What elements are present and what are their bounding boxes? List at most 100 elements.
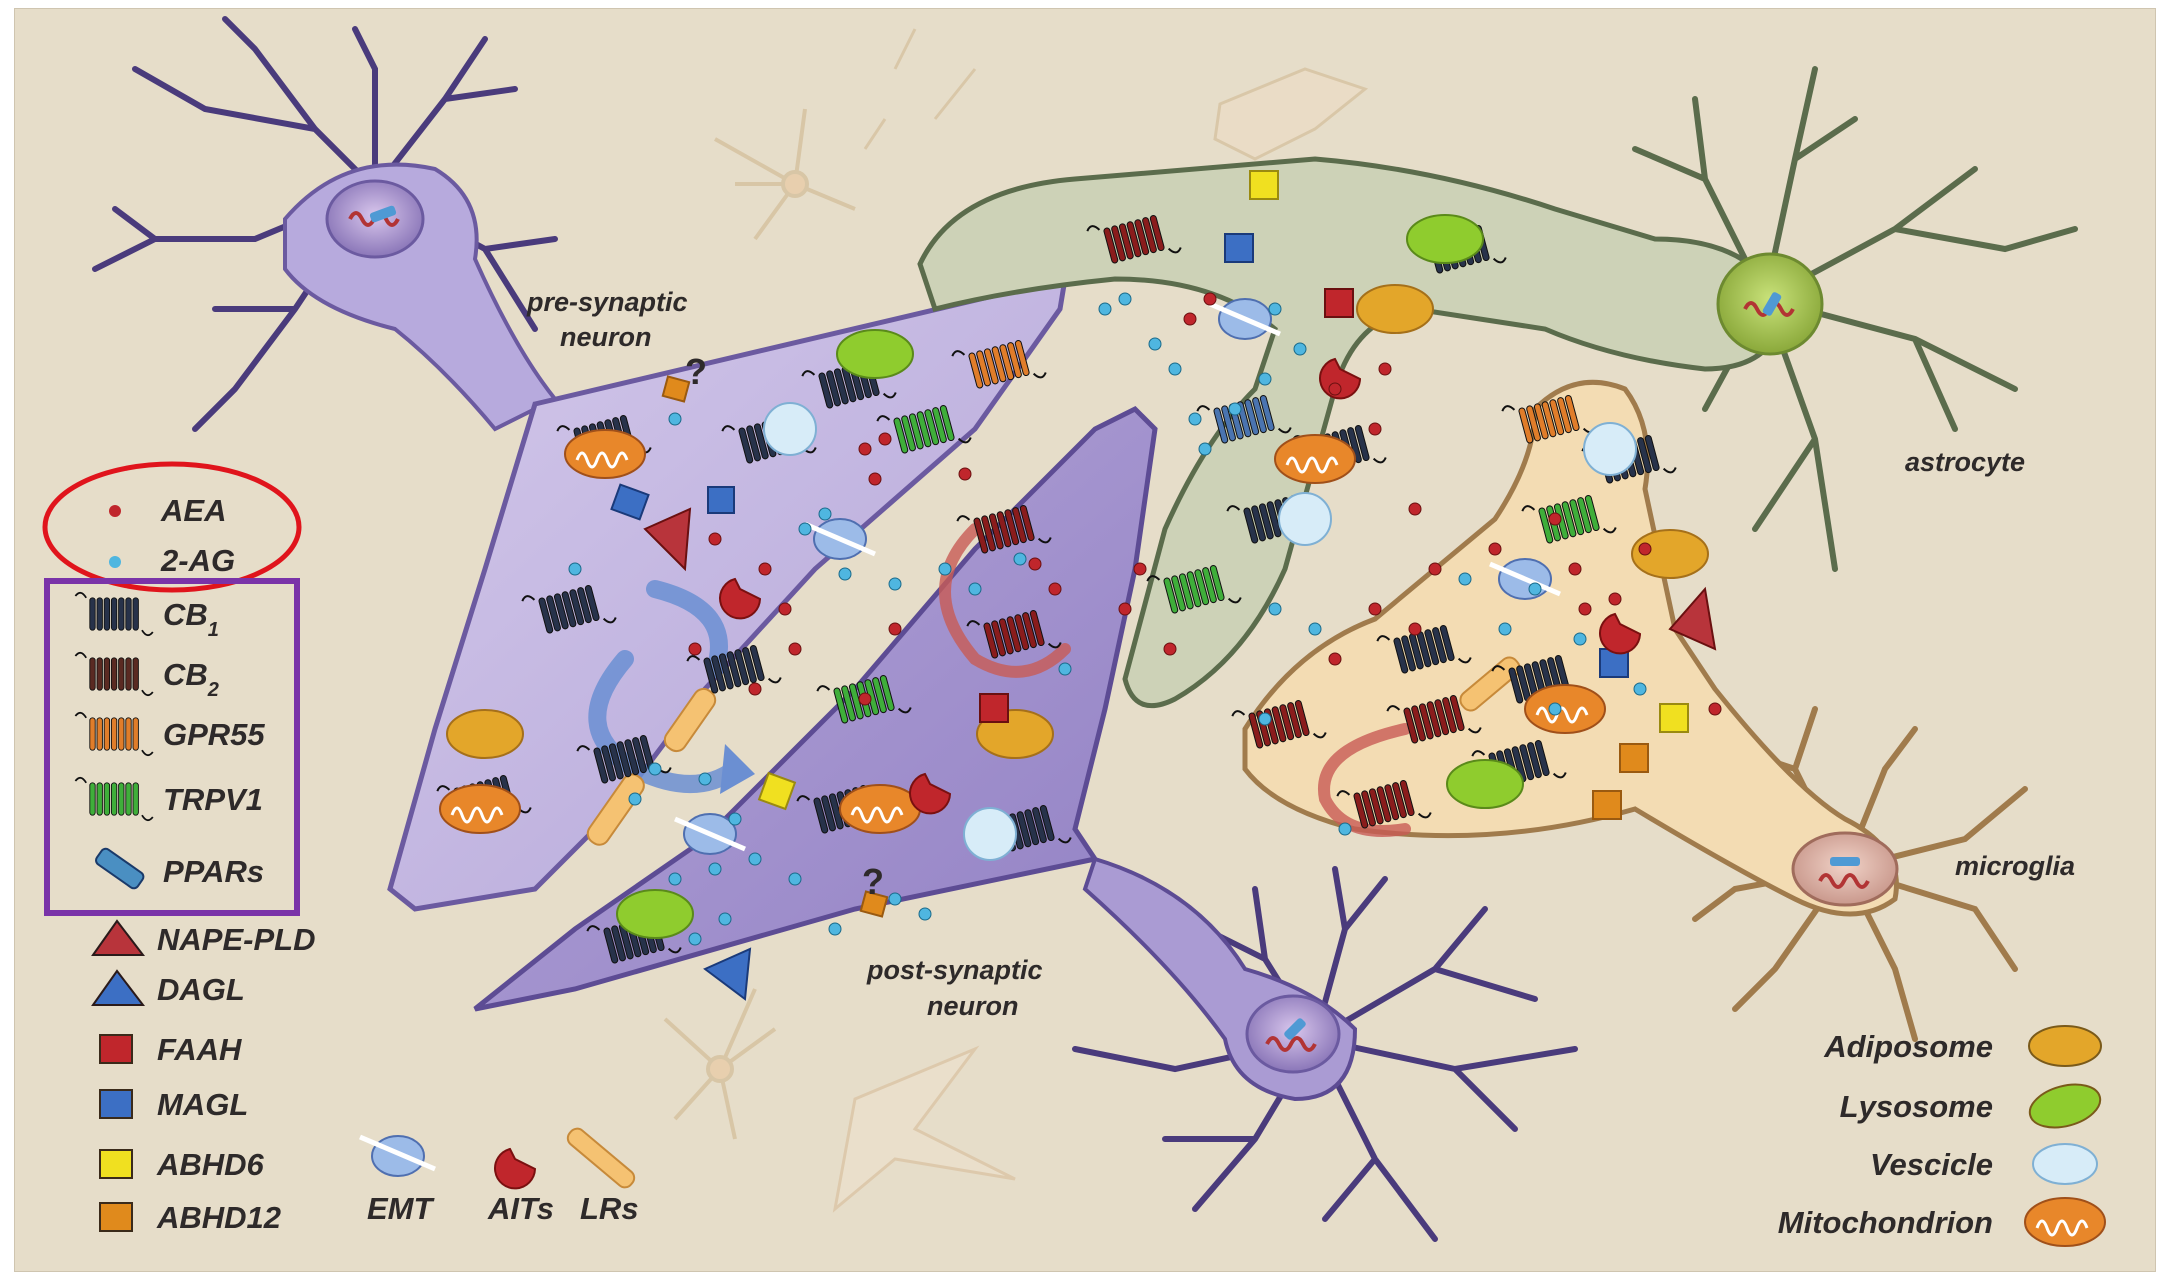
post-synaptic-label-line2: neuron <box>927 991 1019 1021</box>
microglia-nucleus-ppar-icon <box>1830 857 1860 866</box>
aea-molecule-28 <box>1184 313 1196 325</box>
2ag-molecule-24 <box>1229 403 1241 415</box>
aea-molecule-30 <box>859 443 871 455</box>
2ag-molecule-36 <box>1259 713 1271 725</box>
mitochondrion-0 <box>565 430 645 478</box>
microglia-nucleus <box>1793 833 1897 905</box>
gpr55-legend-label: GPR55 <box>163 717 265 752</box>
mitochondrion-icon <box>2025 1198 2105 1246</box>
vescicle-legend-label: Vescicle <box>1870 1147 1993 1182</box>
post-synaptic-label-line1: post-synaptic <box>866 955 1043 985</box>
red-triangle-icon <box>93 921 143 955</box>
mitochondrion-2 <box>840 785 920 833</box>
svg-text:?: ? <box>685 351 707 392</box>
pre-synaptic-label-line1: pre-synaptic <box>526 287 688 317</box>
magl-pre <box>708 487 734 513</box>
lysosome-1 <box>617 890 693 938</box>
gpr55-receptor-icon <box>75 713 152 755</box>
svg-text:?: ? <box>862 861 884 902</box>
2ag-molecule-34 <box>1269 603 1281 615</box>
2ag-molecule-30 <box>1574 633 1586 645</box>
mitochondrion-3 <box>1275 435 1355 483</box>
2ag-molecule-6 <box>889 578 901 590</box>
aea-molecule-12 <box>1409 503 1421 515</box>
aea-molecule-22 <box>1119 603 1131 615</box>
lysosome-0 <box>837 330 913 378</box>
aea-molecule-10 <box>1379 363 1391 375</box>
2ag-molecule-19 <box>689 933 701 945</box>
aea-molecule-4 <box>689 643 701 655</box>
mitochondrion-1 <box>440 785 520 833</box>
magl-legend-label: MAGL <box>157 1087 248 1122</box>
2ag-molecule-14 <box>669 873 681 885</box>
2ag-molecule-23 <box>1199 443 1211 455</box>
2ag-molecule-37 <box>1339 823 1351 835</box>
lysosome-icon <box>2025 1077 2105 1134</box>
mitochondrion-legend-label: Mitochondrion <box>1778 1205 1993 1240</box>
2ag-legend-icon <box>109 556 121 568</box>
2ag-molecule-29 <box>1529 583 1541 595</box>
aea-molecule-2 <box>779 603 791 615</box>
red-square-icon <box>100 1035 132 1063</box>
aea-molecule-15 <box>1549 513 1561 525</box>
2ag-molecule-42 <box>569 563 581 575</box>
2ag-molecule-12 <box>789 873 801 885</box>
aea-molecule-6 <box>859 693 871 705</box>
transport-legend: EMT AITs LRs <box>360 1125 639 1226</box>
2ag-molecule-5 <box>839 568 851 580</box>
aea-molecule-3 <box>749 683 761 695</box>
aea-molecule-32 <box>959 468 971 480</box>
abhd6-microglia <box>1660 704 1688 732</box>
ppars-legend-label: PPARs <box>163 854 264 889</box>
2ag-molecule-9 <box>699 773 711 785</box>
aea-molecule-33 <box>1029 558 1041 570</box>
dagl-legend-label: DAGL <box>157 972 245 1007</box>
adiposome-icon <box>2029 1026 2101 1066</box>
background-neuron-faint-left <box>715 109 855 239</box>
adiposome-0 <box>447 710 523 758</box>
2ag-molecule-39 <box>969 583 981 595</box>
2ag-molecule-35 <box>1309 623 1321 635</box>
aea-molecule-20 <box>1579 603 1591 615</box>
2ag-molecule-17 <box>919 908 931 920</box>
vesicle-3 <box>1584 423 1636 475</box>
background-astrocyte-faint-top <box>865 29 1365 159</box>
aea-molecule-1 <box>759 563 771 575</box>
aea-molecule-21 <box>1134 563 1146 575</box>
enzyme-legend: NAPE-PLDDAGLFAAHMAGLABHD6ABHD12 <box>93 921 315 1235</box>
vesicle-1 <box>964 808 1016 860</box>
aea-molecule-7 <box>889 623 901 635</box>
2ag-molecule-10 <box>729 813 741 825</box>
trpv1-channel-icon <box>75 778 152 820</box>
adiposome-legend-label: Adiposome <box>1823 1029 1993 1064</box>
aea-molecule-19 <box>1709 703 1721 715</box>
aea-molecule-29 <box>879 433 891 445</box>
2ag-molecule-11 <box>749 853 761 865</box>
2ag-molecule-1 <box>1119 293 1131 305</box>
2ag-molecule-13 <box>709 863 721 875</box>
2ag-molecule-27 <box>1294 343 1306 355</box>
pre-synaptic-label-line2: neuron <box>560 322 652 352</box>
adiposome-2 <box>1357 285 1433 333</box>
receptor-legend: CB1CB2GPR55TRPV1PPARs <box>75 593 265 890</box>
lysosome-legend-label: Lysosome <box>1840 1089 1993 1124</box>
abhd6-legend-label: ABHD6 <box>156 1147 265 1182</box>
2ag-molecule-22 <box>1189 413 1201 425</box>
emt-legend-label: EMT <box>367 1191 436 1226</box>
aea-molecule-11 <box>1369 423 1381 435</box>
aea-molecule-0 <box>709 533 721 545</box>
microglia-label: microglia <box>1955 851 2075 881</box>
aea-molecule-31 <box>869 473 881 485</box>
cb1-receptor-icon <box>75 593 152 635</box>
2ag-molecule-7 <box>649 763 661 775</box>
aea-molecule-5 <box>789 643 801 655</box>
2ag-molecule-20 <box>1149 338 1161 350</box>
lysosome-3 <box>1447 760 1523 808</box>
background-astrocyte-faint-bottom <box>835 1049 1015 1209</box>
2ag-molecule-3 <box>799 523 811 535</box>
yellow-square-icon <box>100 1150 132 1178</box>
2ag-molecule-28 <box>1459 573 1471 585</box>
2ag-molecule-38 <box>939 563 951 575</box>
2ag-molecule-4 <box>819 508 831 520</box>
